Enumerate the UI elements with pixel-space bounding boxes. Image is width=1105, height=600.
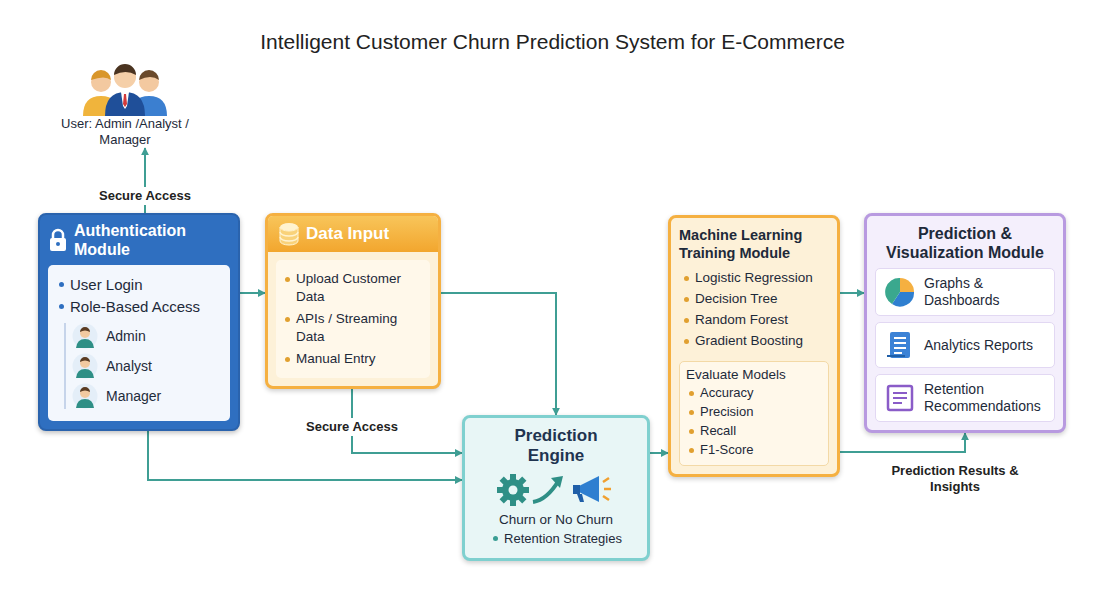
node-label: Machine Learning Training Module — [679, 226, 829, 262]
diagram-title: Intelligent Customer Churn Prediction Sy… — [0, 30, 1105, 54]
people-icon-holder — [55, 62, 195, 116]
role-item: Analyst — [72, 353, 222, 379]
auth-module-box: Authentication ModuleUser LoginRole-Base… — [38, 213, 240, 431]
recommendation-icon — [884, 382, 916, 414]
database-icon — [278, 222, 300, 246]
algorithm-list: Logistic RegressionDecision TreeRandom F… — [679, 262, 829, 357]
node-label: Analyst — [106, 358, 152, 374]
output-card: Analytics Reports — [875, 322, 1055, 368]
lock-icon — [48, 228, 68, 252]
connector-label: Secure Access — [95, 187, 195, 205]
node-label: Upload Customer Data — [282, 270, 424, 306]
flow-connector — [240, 292, 265, 294]
output-card: Retention Recommendations — [875, 374, 1055, 422]
node-label: User Login — [56, 275, 222, 295]
report-icon — [884, 329, 916, 361]
node-label: Evaluate Models — [686, 367, 822, 382]
node-label: Retention Recommendations — [924, 381, 1041, 415]
pie-icon-holder — [884, 276, 916, 308]
node-text: Accuracy — [686, 384, 822, 401]
ml-training-box: Machine Learning Training ModuleLogistic… — [668, 215, 840, 477]
output-card: Graphs & Dashboards — [875, 268, 1055, 316]
flow-connector — [840, 433, 965, 452]
flow-connector — [441, 293, 556, 415]
flow-connector — [650, 452, 668, 454]
node-label: Data Input — [306, 224, 389, 244]
node-label: Prediction & Visualization Module — [875, 224, 1055, 262]
doc-icon-holder — [884, 329, 916, 361]
node-text: Gradient Boosting — [681, 332, 829, 350]
node-label: Logistic Regression — [681, 269, 829, 287]
person-icon — [72, 353, 98, 379]
evaluation-panel: Evaluate ModelsAccuracyPrecisionRecallF1… — [679, 361, 829, 466]
heading-row: Data Input — [268, 216, 438, 252]
flow-connector — [148, 431, 462, 480]
bullet-wrap: Retention Strategies — [473, 527, 639, 550]
connector-label: Prediction Results & Insights — [880, 462, 1030, 496]
node-text: Random Forest — [681, 311, 829, 329]
child-area: User LoginRole-Based AccessAdminAnalystM… — [48, 265, 230, 421]
node-text: Decision Tree — [681, 290, 829, 308]
node-text: Precision — [686, 403, 822, 420]
child-area: Logistic RegressionDecision TreeRandom F… — [679, 262, 829, 466]
auth-panel: User LoginRole-Based AccessAdminAnalystM… — [48, 265, 230, 421]
db-icon-holder — [278, 222, 300, 246]
node-label: User: Admin /Analyst / Manager — [55, 116, 195, 148]
node-text: APIs / Streaming Data — [282, 310, 424, 346]
person-icon-holder — [72, 383, 98, 409]
person-icon-holder — [72, 353, 98, 379]
node-text: Manual Entry — [282, 350, 424, 368]
engine-icons — [491, 470, 621, 510]
person-icon — [72, 383, 98, 409]
data-input-panel: Upload Customer DataAPIs / Streaming Dat… — [276, 260, 430, 378]
node-label: Graphs & Dashboards — [924, 275, 1038, 309]
node-label: Admin — [106, 328, 146, 344]
node-text: Churn or No Churn — [473, 512, 639, 527]
engine-icon-holder — [473, 470, 639, 510]
pie-chart-icon — [884, 276, 916, 308]
visualization-box: Prediction & Visualization ModuleGraphs … — [864, 213, 1066, 433]
person-icon — [72, 323, 98, 349]
node-label: Analytics Reports — [924, 337, 1033, 354]
child-area: Graphs & DashboardsAnalytics ReportsRete… — [875, 268, 1055, 422]
flow-connector — [840, 292, 864, 294]
role-item: Admin — [72, 323, 222, 349]
role-item: Manager — [72, 383, 222, 409]
person-icon-holder — [72, 323, 98, 349]
node-text: Recall — [686, 422, 822, 439]
data-input-box: Data InputUpload Customer DataAPIs / Str… — [265, 213, 441, 389]
node-label: Manager — [106, 388, 161, 404]
node-text: Retention Strategies — [490, 529, 622, 548]
prediction-engine-box: Prediction EngineChurn or No ChurnRetent… — [462, 415, 650, 561]
connector-label: Secure Access — [300, 418, 404, 436]
user-group: User: Admin /Analyst / Manager — [55, 62, 195, 148]
node-text: F1-Score — [686, 441, 822, 458]
list-icon-holder — [884, 382, 916, 414]
child-area: AdminAnalystManager — [64, 323, 222, 409]
heading-row: Authentication Module — [48, 221, 230, 259]
node-text: Role-Based Access — [56, 297, 222, 317]
child-area: Upload Customer DataAPIs / Streaming Dat… — [268, 260, 438, 378]
users-illustration — [75, 62, 175, 116]
lock-icon-holder — [48, 228, 68, 252]
node-label: Authentication Module — [74, 221, 230, 259]
node-label: Prediction Engine — [491, 426, 621, 466]
